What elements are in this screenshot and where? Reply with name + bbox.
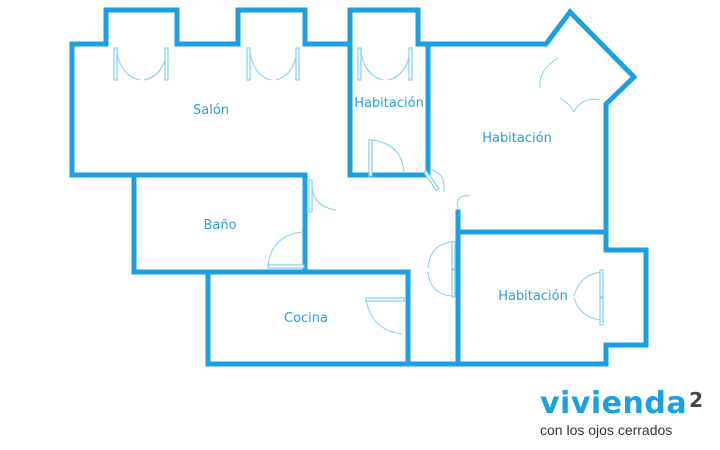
- small-habitacion-walls: [347, 41, 431, 178]
- doors: [113, 47, 604, 335]
- room-label-habitacion-small: Habitación: [354, 96, 424, 111]
- door-salon-left: [113, 47, 169, 81]
- door-cocina: [365, 297, 405, 335]
- bottom-habitacion-walls: [455, 229, 649, 367]
- door-salon-right: [246, 47, 300, 81]
- door-hall-bottom: [427, 241, 456, 298]
- door-habitacion-top: [357, 47, 413, 81]
- walls: [69, 7, 649, 367]
- salon-walls: [103, 7, 638, 235]
- door-bano-bottom: [267, 231, 305, 269]
- brand-superscript: 2: [689, 388, 704, 412]
- room-label-salon: Salón: [193, 103, 229, 118]
- door-hall-small-habitacion: [368, 139, 405, 177]
- room-label-cocina: Cocina: [284, 311, 328, 326]
- door-bano-hall: [308, 179, 337, 213]
- room-label-bano: Baño: [203, 218, 236, 233]
- room-label-habitacion-bottom: Habitación: [498, 289, 568, 304]
- door-hall-diagonal: [423, 169, 471, 211]
- door-habitacion-bay: [539, 57, 601, 113]
- brand-tagline: con los ojos cerrados: [540, 422, 673, 438]
- room-label-habitacion-right: Habitación: [482, 131, 552, 146]
- brand-name-text: vivienda: [540, 386, 688, 421]
- salon-outline: [69, 41, 308, 178]
- cocina-walls: [205, 269, 461, 367]
- door-habitacion-bottom: [573, 269, 604, 326]
